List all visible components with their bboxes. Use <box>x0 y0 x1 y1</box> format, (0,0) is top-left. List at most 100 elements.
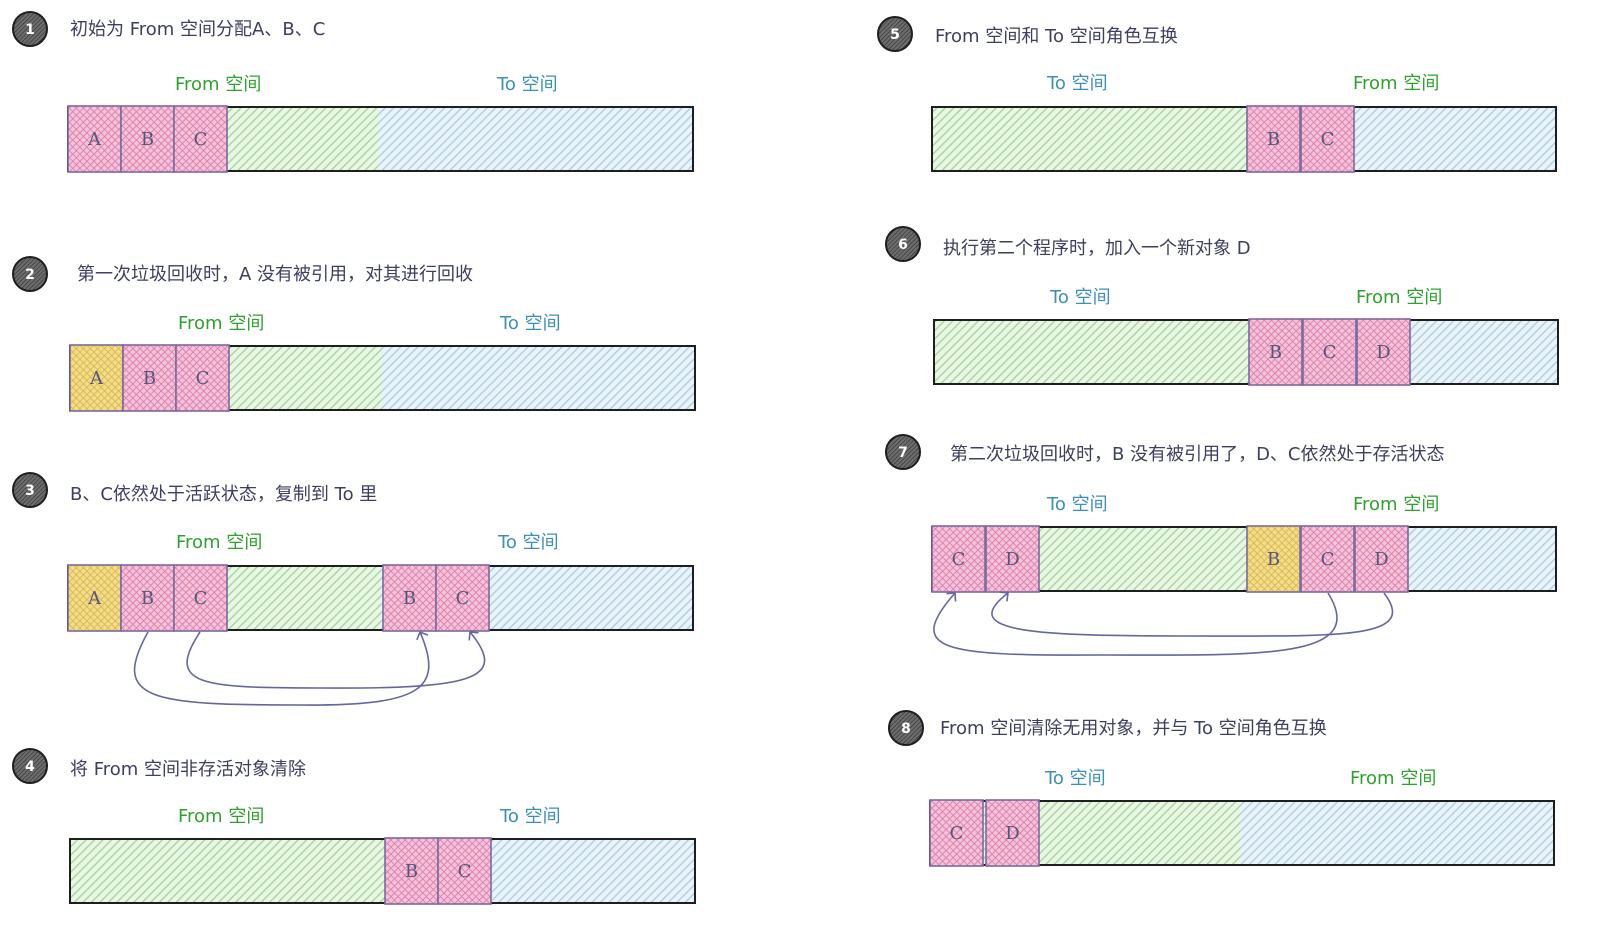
from-space-label: From 空间 <box>178 806 264 827</box>
object-block-b: B <box>382 564 437 632</box>
object-block-label: B <box>141 588 154 609</box>
object-block-c: C <box>1300 525 1355 593</box>
object-block-c: C <box>435 564 490 632</box>
to-space-label: To 空间 <box>497 532 559 553</box>
step-caption: 第二次垃圾回收时，B 没有被引用了，D、C依然处于存活状态 <box>950 444 1445 465</box>
object-block-fill <box>437 837 492 905</box>
memory-region-green <box>932 107 1247 171</box>
object-block-d: D <box>1356 318 1411 386</box>
from-space-label: From 空间 <box>1353 73 1439 94</box>
from-space-label: From 空间 <box>1356 287 1442 308</box>
object-block-fill <box>1246 105 1301 173</box>
copy-arrow <box>186 631 486 689</box>
step-caption: 将 From 空间非存活对象清除 <box>70 759 306 780</box>
from-space-label: From 空间 <box>175 74 261 95</box>
step-number: 1 <box>25 22 35 38</box>
step-number-badge <box>885 226 921 262</box>
step-number-badge <box>12 256 48 292</box>
object-block-label: C <box>196 368 210 389</box>
memory-region-blue <box>378 107 693 171</box>
object-block-c: C <box>173 564 228 632</box>
object-block-label: A <box>89 368 104 389</box>
step-number: 3 <box>25 483 35 499</box>
object-block-fill <box>69 344 124 412</box>
copy-arrow <box>991 591 1394 637</box>
object-block-fill <box>173 105 228 173</box>
object-block-label: B <box>141 129 154 150</box>
object-block-d: D <box>1354 525 1409 593</box>
object-block-label: A <box>87 129 102 150</box>
step-number: 2 <box>25 267 35 283</box>
object-block-c: C <box>929 799 984 867</box>
object-block-b: B <box>384 837 439 905</box>
object-block-label: B <box>1267 549 1280 570</box>
memory-region-green <box>70 839 385 903</box>
memory-bar <box>931 106 1557 172</box>
to-space-label: To 空间 <box>1046 494 1108 515</box>
object-block-label: B <box>405 861 418 882</box>
step-caption: From 空间清除无用对象，并与 To 空间角色互换 <box>940 718 1327 739</box>
memory-bar <box>933 319 1559 385</box>
from-space-label: From 空间 <box>178 313 264 334</box>
object-block-c: C <box>1300 105 1355 173</box>
object-block-label: B <box>1269 342 1282 363</box>
object-block-fill <box>1248 318 1303 386</box>
to-space-label: To 空间 <box>1049 287 1111 308</box>
object-block-b: B <box>1248 318 1303 386</box>
object-block-label: B <box>143 368 156 389</box>
object-block-label: C <box>456 588 470 609</box>
copy-arrow <box>933 592 1338 656</box>
step-number-badge <box>12 11 48 47</box>
object-block-c: C <box>1302 318 1357 386</box>
object-block-c: C <box>175 344 230 412</box>
step-caption: 执行第二个程序时，加入一个新对象 D <box>943 238 1251 259</box>
object-block-label: C <box>194 129 208 150</box>
step-caption: 第一次垃圾回收时，A 没有被引用，对其进行回收 <box>77 264 473 285</box>
object-block-fill <box>382 564 437 632</box>
object-block-a: A <box>69 344 124 412</box>
step-number: 8 <box>901 721 911 737</box>
step-caption: 初始为 From 空间分配A、B、C <box>70 19 325 40</box>
object-block-b: B <box>1246 525 1301 593</box>
object-block-fill <box>1356 318 1411 386</box>
step-number-badge <box>877 16 913 52</box>
object-block-fill <box>122 344 177 412</box>
step-number: 6 <box>898 237 908 253</box>
object-block-fill <box>67 105 122 173</box>
object-block-fill <box>120 564 175 632</box>
from-space-label: From 空间 <box>176 532 262 553</box>
object-block-label: C <box>194 588 208 609</box>
to-space-label: To 空间 <box>496 74 558 95</box>
from-space-label: From 空间 <box>1353 494 1439 515</box>
object-block-c: C <box>437 837 492 905</box>
to-space-label: To 空间 <box>499 806 561 827</box>
object-block-a: A <box>67 105 122 173</box>
object-block-a: A <box>67 564 122 632</box>
object-block-fill <box>120 105 175 173</box>
object-block-label: C <box>458 861 472 882</box>
from-space-label: From 空间 <box>1350 768 1436 789</box>
object-block-fill <box>1300 525 1355 593</box>
object-block-c: C <box>173 105 228 173</box>
step-1: 1 初始为 From 空间分配A、B、C From 空间 To 空间 A B C <box>12 11 694 173</box>
object-block-label: C <box>1321 129 1335 150</box>
memory-region-blue <box>381 346 695 410</box>
memory-bar <box>69 838 696 904</box>
step-number-badge <box>885 434 921 470</box>
object-block-fill <box>1302 318 1357 386</box>
object-block-label: B <box>403 588 416 609</box>
object-block-fill <box>1246 525 1301 593</box>
object-block-label: B <box>1267 129 1280 150</box>
object-block-b: B <box>122 344 177 412</box>
object-block-c: C <box>931 525 986 593</box>
object-block-label: D <box>1374 549 1388 570</box>
object-block-fill <box>175 344 230 412</box>
object-block-b: B <box>1246 105 1301 173</box>
object-block-fill <box>931 525 986 593</box>
